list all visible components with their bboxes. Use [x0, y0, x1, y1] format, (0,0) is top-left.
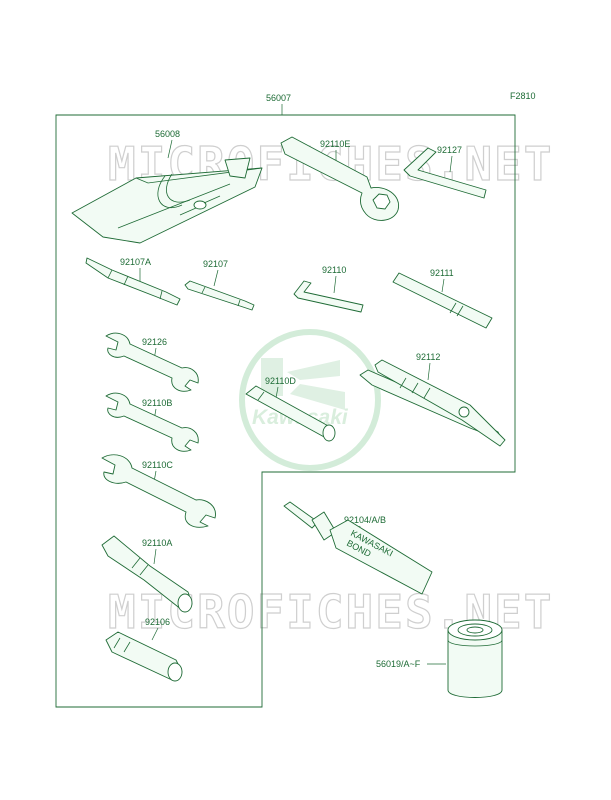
- label-92107: 92107: [203, 259, 228, 269]
- label-56019AF: 56019/A~F: [376, 659, 421, 669]
- socket-92106: 92106: [105, 617, 183, 682]
- label-92107A: 92107A: [120, 257, 151, 267]
- screwdriver-92107A: 92107A: [85, 257, 181, 306]
- extension-bar-92111: 92111: [392, 268, 493, 329]
- wrench-92110B: 92110B: [105, 392, 199, 452]
- pliers-92112: 92112: [359, 352, 506, 447]
- socket-92110A: 92110A: [101, 535, 193, 613]
- bond-tube-92104: 92104/A/B KAWASAKI BOND: [283, 501, 433, 595]
- wrench-92110C: 92110C: [101, 454, 216, 528]
- label-92110C: 92110C: [142, 460, 173, 470]
- plug-wrench-92110D: 92110D: [245, 376, 336, 442]
- figure-code: F2810: [510, 91, 536, 101]
- label-56008: 56008: [155, 129, 180, 139]
- oil-filter-56019: 56019/A~F: [376, 619, 503, 698]
- label-92110B: 92110B: [142, 398, 172, 408]
- kit-frame: [55, 114, 516, 708]
- box-spanner-92110E: 92110E: [280, 136, 400, 221]
- wrench-92126: 92126: [105, 332, 199, 392]
- label-92126: 92126: [142, 337, 167, 347]
- label-92104AB: 92104/A/B: [344, 515, 386, 525]
- label-92110D: 92110D: [265, 376, 296, 386]
- label-92110A: 92110A: [142, 538, 172, 548]
- hex-wrench-92110: 92110: [293, 265, 364, 313]
- label-92106: 92106: [145, 617, 170, 627]
- label-92127: 92127: [437, 145, 462, 155]
- hex-wrench-92127: 92127: [403, 145, 487, 199]
- label-92111: 92111: [430, 268, 454, 278]
- label-92110: 92110: [322, 265, 346, 275]
- label-92110E: 92110E: [320, 139, 350, 149]
- screwdriver-bit-92107: 92107: [184, 259, 255, 311]
- tool-bag-56008: 56008: [71, 129, 263, 244]
- label-56007: 56007: [266, 93, 291, 103]
- label-92112: 92112: [416, 352, 440, 362]
